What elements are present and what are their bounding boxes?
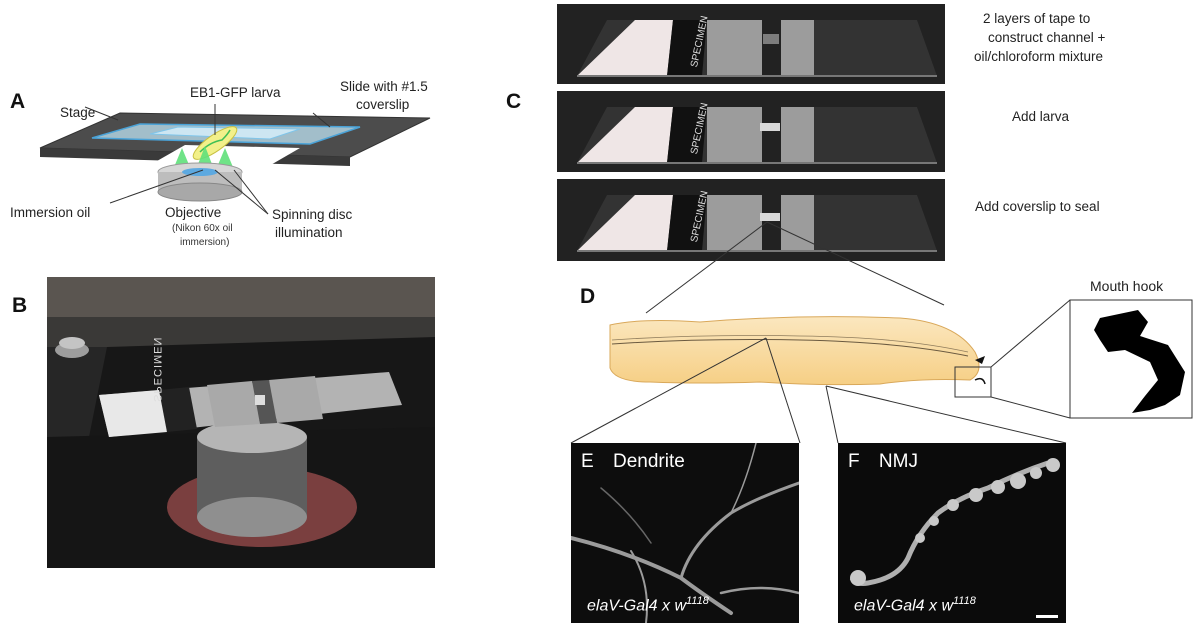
label-mouth-hook: Mouth hook <box>1090 277 1163 295</box>
scale-bar <box>1036 615 1058 618</box>
label-objective: Objective <box>165 204 221 222</box>
panel-f-nmj-image: F NMJ elaV-Gal4 x w1118 <box>838 443 1066 623</box>
label-eb1-larva: EB1-GFP larva <box>190 84 281 102</box>
panel-f-title: NMJ <box>879 451 918 472</box>
step-2: Add larva <box>1012 108 1069 126</box>
slide-photo-1: SPECIMEN <box>557 4 945 84</box>
panel-letter-f: F <box>848 451 860 472</box>
label-spinning-disc: Spinning disc <box>272 206 352 224</box>
label-objective-sub-1: (Nikon 60x oil <box>172 222 233 235</box>
panel-e-genotype: elaV-Gal4 x w1118 <box>587 595 709 615</box>
label-objective-sub-2: immersion) <box>180 236 229 249</box>
slide-label-b: SPECIMEN <box>151 337 163 402</box>
panel-letter-e: E <box>581 451 594 472</box>
panel-letter-d: D <box>580 285 595 309</box>
mouth-hook-shape <box>1094 310 1185 413</box>
larva-body <box>610 317 979 385</box>
panel-letter-b: B <box>12 294 27 318</box>
step-1-line-1: 2 layers of tape to <box>983 10 1090 28</box>
label-immersion-oil: Immersion oil <box>10 204 90 222</box>
step-3: Add coverslip to seal <box>975 198 1100 216</box>
label-slide-coverslip-2: coverslip <box>356 96 409 114</box>
panel-f-genotype: elaV-Gal4 x w1118 <box>854 595 976 615</box>
label-stage: Stage <box>60 104 95 122</box>
panel-e-dendrite-image: E Dendrite elaV-Gal4 x w1118 <box>571 443 799 623</box>
slide-photo-2: SPECIMEN <box>557 91 945 172</box>
larva-on-slide <box>760 123 780 131</box>
mouth-hook-inset <box>1070 300 1192 418</box>
mouth-hook-box <box>955 367 991 397</box>
panel-b-photo: SPECIMEN <box>47 277 435 568</box>
panel-letter-c: C <box>506 90 521 114</box>
slide-photo-3: SPECIMEN <box>557 179 945 261</box>
panel-e-title: Dendrite <box>613 451 685 472</box>
step-1-line-2: construct channel + <box>988 29 1105 47</box>
label-spinning-disc-2: illumination <box>275 224 343 242</box>
step-1-line-3: oil/chloroform mixture <box>974 48 1103 66</box>
label-slide-coverslip: Slide with #1.5 <box>340 78 428 96</box>
